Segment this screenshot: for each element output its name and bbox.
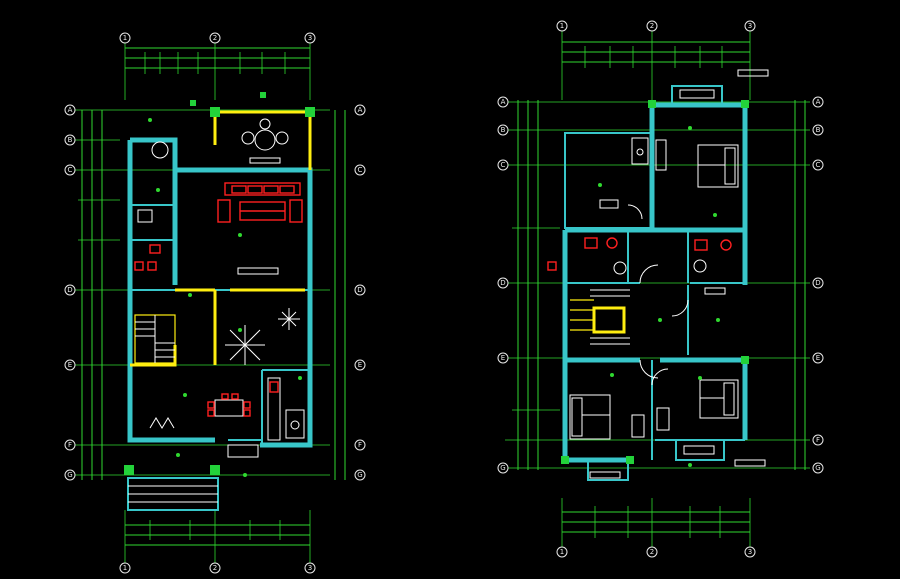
upper-right-dimension-lines: [794, 100, 806, 470]
upper-floor-balconies: [587, 85, 725, 481]
svg-text:B: B: [501, 126, 506, 134]
ground-floor-plan: 1 2 3 1 2 3: [64, 32, 366, 574]
svg-text:A: A: [816, 98, 821, 106]
svg-text:A: A: [68, 106, 73, 114]
svg-text:F: F: [68, 441, 72, 449]
svg-text:C: C: [68, 166, 73, 174]
svg-text:G: G: [500, 464, 505, 472]
plant-marks-right: [598, 126, 720, 467]
svg-text:D: D: [500, 279, 505, 287]
upper-bathroom-fixtures: [547, 237, 732, 275]
svg-text:A: A: [358, 106, 363, 114]
svg-text:3: 3: [308, 564, 312, 572]
svg-text:1: 1: [560, 22, 564, 30]
svg-text:D: D: [67, 286, 72, 294]
guest-bedroom-bed: [569, 394, 645, 440]
upper-floor-plan: 1 2 3 1 2 3: [497, 20, 824, 558]
svg-text:2: 2: [213, 564, 217, 572]
living-room-sofa-set: [217, 182, 303, 223]
south-label-box: [734, 459, 766, 467]
svg-text:2: 2: [650, 22, 654, 30]
svg-text:2: 2: [213, 34, 217, 42]
upper-bottom-dimension-lines: [561, 498, 751, 548]
svg-text:1: 1: [123, 564, 127, 572]
svg-text:2: 2: [650, 548, 654, 556]
upper-floor-columns: [561, 100, 749, 464]
ground-floor-walls: [127, 137, 313, 448]
lounge-table: [241, 118, 289, 164]
entry-steps: [127, 477, 219, 511]
svg-text:F: F: [358, 441, 362, 449]
svg-text:E: E: [501, 354, 505, 362]
svg-text:D: D: [815, 279, 820, 287]
plant-marks-left: [148, 118, 302, 477]
upper-floor-stairs: [570, 289, 630, 345]
study-desk: [599, 137, 649, 209]
svg-text:1: 1: [560, 548, 564, 556]
ground-floor-highlight-walls: [130, 110, 312, 367]
kitchen-counter: [267, 377, 305, 441]
svg-text:B: B: [68, 136, 73, 144]
svg-text:G: G: [357, 471, 362, 479]
top-dimension-lines: [124, 40, 311, 100]
balcony-label-box: [737, 69, 769, 77]
svg-text:C: C: [501, 161, 506, 169]
svg-text:E: E: [68, 361, 72, 369]
svg-text:A: A: [501, 98, 506, 106]
tv-cabinet: [237, 267, 279, 275]
svg-text:E: E: [358, 361, 362, 369]
bottom-dimension-lines: [124, 510, 311, 565]
svg-text:1: 1: [123, 34, 127, 42]
right-dimension-lines: [334, 110, 346, 480]
svg-text:3: 3: [308, 34, 312, 42]
svg-text:G: G: [67, 471, 72, 479]
ground-floor-fixtures: [134, 141, 300, 458]
corridor-cabinet: [704, 287, 726, 295]
svg-text:F: F: [816, 436, 820, 444]
dining-table: [207, 393, 251, 417]
master-bedroom-bed: [655, 139, 739, 188]
ground-floor-stairs: [134, 314, 176, 364]
second-bedroom-bed: [656, 379, 739, 431]
svg-text:3: 3: [748, 22, 752, 30]
upper-top-dimension-lines: [561, 30, 751, 100]
upper-floor-doors: [627, 204, 689, 386]
upper-floor-walls: [562, 100, 748, 463]
svg-text:G: G: [815, 464, 820, 472]
svg-text:D: D: [357, 286, 362, 294]
svg-text:C: C: [358, 166, 363, 174]
svg-text:B: B: [816, 126, 821, 134]
svg-text:3: 3: [748, 548, 752, 556]
ground-floor-columns: [124, 92, 315, 475]
svg-text:C: C: [816, 161, 821, 169]
svg-text:E: E: [816, 354, 820, 362]
